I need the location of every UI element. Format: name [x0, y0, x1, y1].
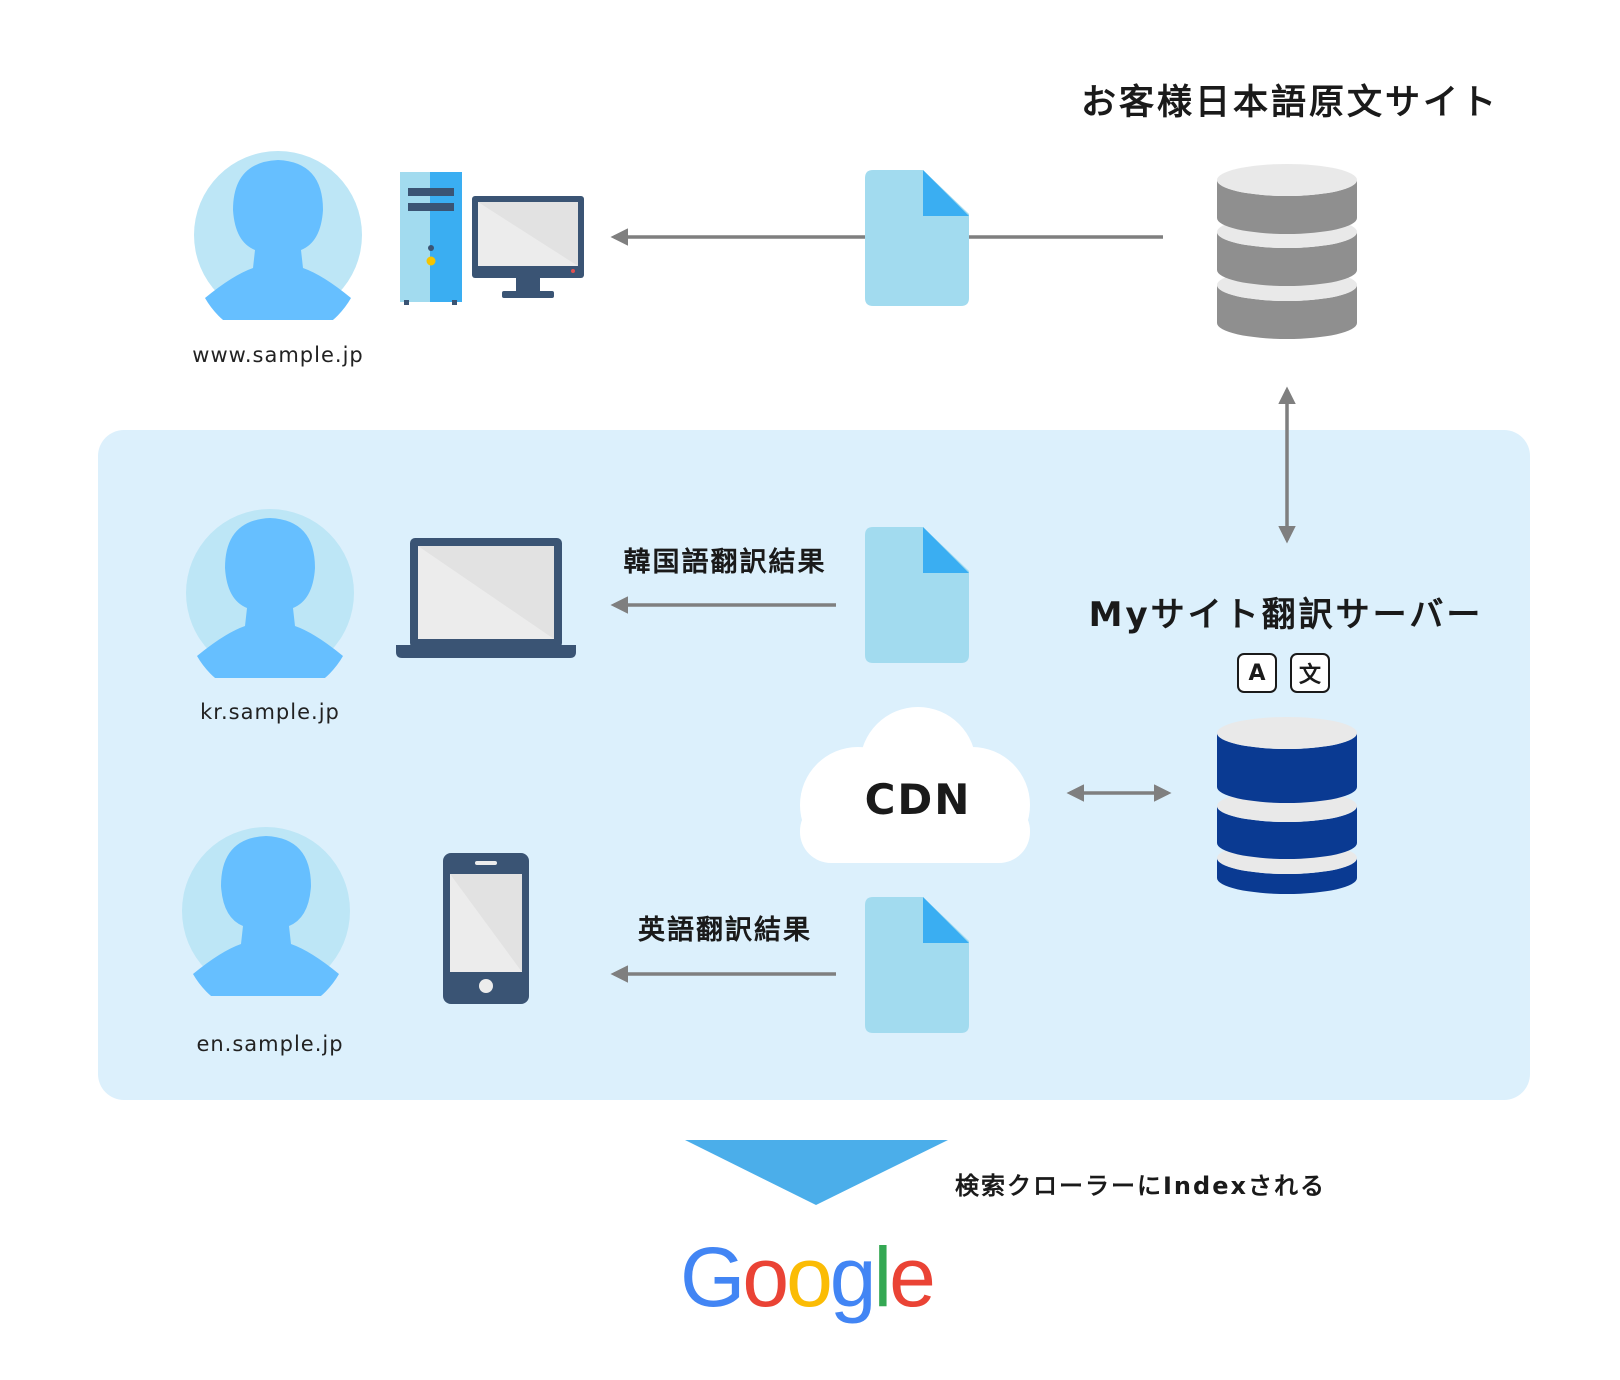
google-letter: l — [873, 1230, 893, 1324]
laptop-icon — [396, 538, 576, 658]
down-triangle-icon — [685, 1140, 948, 1205]
user-avatar-icon — [182, 827, 350, 996]
user-domain-label: en.sample.jp — [196, 1032, 344, 1056]
cdn-label: CDN — [864, 775, 972, 824]
origin-database-icon — [1217, 164, 1357, 339]
document-icon — [865, 170, 969, 306]
user-avatar-icon — [194, 151, 362, 320]
document-icon — [865, 527, 969, 663]
desktop-computer-icon — [400, 172, 584, 305]
document-icon — [865, 897, 969, 1033]
cloud-icon — [800, 707, 1030, 863]
user-domain-label: kr.sample.jp — [200, 700, 340, 724]
user-domain-label: www.sample.jp — [192, 343, 364, 367]
crawler-index-label: 検索クローラーにIndexされる — [955, 1172, 1326, 1200]
english-result-label: 英語翻訳結果 — [638, 915, 812, 946]
google-letter: G — [680, 1230, 745, 1324]
google-letter: o — [786, 1230, 833, 1324]
server-title: Myサイト翻訳サーバー — [1088, 595, 1484, 635]
origin-site-title: お客様日本語原文サイト — [1080, 83, 1499, 123]
kanji-key-icon: 文 — [1290, 653, 1330, 693]
google-letter: o — [742, 1230, 789, 1324]
user-avatar-icon — [186, 509, 354, 678]
letter-a-key-icon: A — [1237, 653, 1277, 693]
google-letter: g — [829, 1230, 877, 1324]
google-logo: Google — [680, 1222, 940, 1332]
translation-database-icon — [1217, 717, 1357, 894]
google-letter: e — [889, 1230, 936, 1324]
korean-result-label: 韓国語翻訳結果 — [623, 547, 827, 578]
smartphone-icon — [443, 853, 529, 1004]
